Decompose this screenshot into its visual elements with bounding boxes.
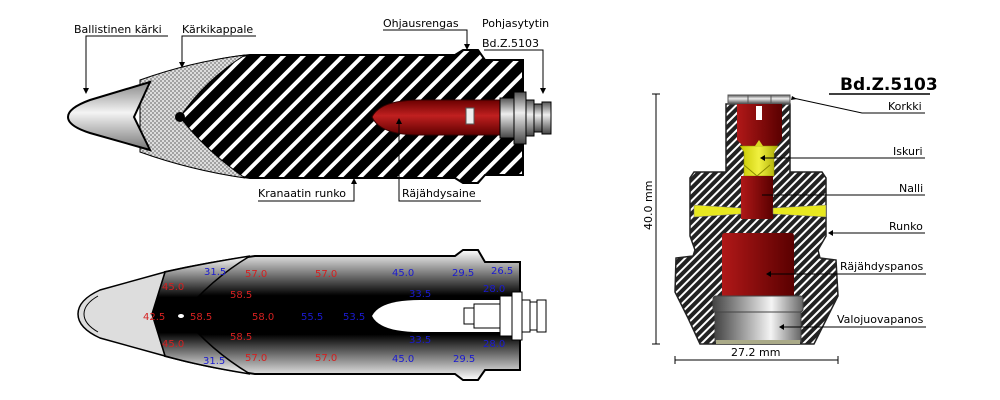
dimension-height: 40.0 mm [642, 181, 655, 230]
svg-text:58.5: 58.5 [230, 332, 252, 343]
svg-text:31.5: 31.5 [204, 267, 226, 278]
svg-text:29.5: 29.5 [453, 354, 475, 365]
label-shell-body: Kranaatin runko [258, 187, 346, 200]
svg-text:57.0: 57.0 [245, 353, 267, 364]
svg-text:28.0: 28.0 [483, 284, 505, 295]
svg-text:45.0: 45.0 [162, 282, 184, 293]
red-temperature-values: 42.5 45.0 45.0 58.5 58.5 58.5 58.0 57.0 … [143, 269, 337, 364]
label-primer: Nalli [899, 182, 923, 195]
dimension-width: 27.2 mm [731, 346, 780, 359]
fuze-cross-section [674, 94, 839, 345]
top-projectile-cutaway [66, 49, 552, 184]
label-body: Runko [889, 220, 923, 233]
svg-text:57.0: 57.0 [245, 269, 267, 280]
svg-text:45.0: 45.0 [392, 354, 414, 365]
label-base-fuze-2: Bd.Z.5103 [482, 37, 539, 50]
label-cap: Korkki [888, 100, 922, 113]
svg-text:57.0: 57.0 [315, 269, 337, 280]
label-tracer: Valojuovapanos [837, 313, 924, 326]
svg-text:58.0: 58.0 [252, 312, 274, 323]
label-striker: Iskuri [893, 145, 923, 158]
label-driving-band: Ohjausrengas [383, 17, 459, 30]
label-explosive: Räjähdysaine [402, 187, 476, 200]
svg-text:55.5: 55.5 [301, 312, 323, 323]
svg-text:26.5: 26.5 [491, 266, 513, 277]
top-labels: Ballistinen kärki Kärkikappale Ohjausren… [74, 17, 549, 202]
fuze-title: Bd.Z.5103 [840, 75, 938, 95]
svg-text:33.5: 33.5 [409, 289, 431, 300]
svg-text:28.0: 28.0 [483, 339, 505, 350]
label-ballistic-tip: Ballistinen kärki [74, 23, 162, 36]
svg-text:53.5: 53.5 [343, 312, 365, 323]
ballistic-tip [66, 80, 152, 152]
fuze-labels: Bd.Z.5103 Korkki Iskuri Nalli Runko Räjä… [760, 75, 938, 330]
bottom-projectile-temperature-map [77, 249, 547, 381]
svg-text:45.0: 45.0 [392, 268, 414, 279]
svg-text:57.0: 57.0 [315, 353, 337, 364]
svg-text:31.5: 31.5 [203, 356, 225, 367]
svg-text:42.5: 42.5 [143, 312, 165, 323]
svg-text:58.5: 58.5 [190, 312, 212, 323]
label-booster: Räjähdyspanos [840, 260, 924, 273]
fuze-dimensions: 40.0 mm 27.2 mm [642, 93, 839, 364]
base-fuze [499, 91, 552, 145]
svg-text:58.5: 58.5 [230, 290, 252, 301]
blue-temperature-values: 31.5 31.5 55.5 53.5 45.0 45.0 33.5 33.5 … [203, 266, 513, 367]
svg-text:33.5: 33.5 [409, 335, 431, 346]
label-tip-piece: Kärkikappale [182, 23, 253, 36]
explosive-charge [371, 99, 501, 136]
label-base-fuze-1: Pohjasytytin [482, 17, 549, 30]
svg-text:29.5: 29.5 [452, 268, 474, 279]
svg-text:45.0: 45.0 [162, 339, 184, 350]
